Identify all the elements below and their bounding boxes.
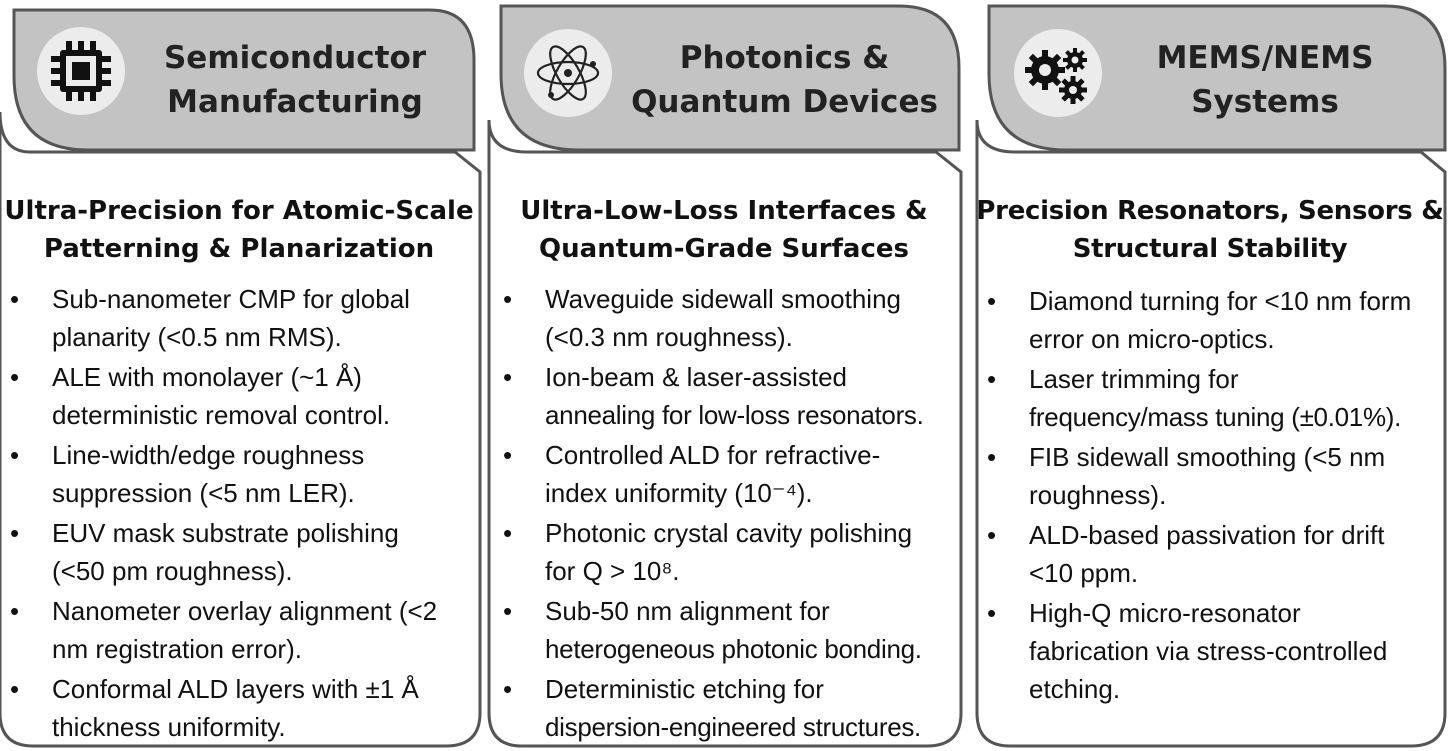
list-item: • High-Q micro-resonator fabrication via s… (987, 594, 1447, 708)
panel-title-line2: Quantum Devices (631, 84, 938, 120)
list-item-line: ALD-based passivation for drift (1029, 520, 1385, 550)
panel-title: Photonics & Quantum Devices (627, 36, 942, 124)
bullet-marker: • (10, 674, 20, 704)
list-item: • EUV mask substrate polishing (<50 pm rou… (10, 514, 480, 590)
panel-title-line2: Manufacturing (167, 84, 423, 120)
bullet-marker: • (10, 362, 20, 392)
panel-semiconductor: Semiconductor Manufacturing Ultra-Precis… (0, 0, 488, 751)
list-item-line: annealing for low-loss resonators. (545, 400, 924, 430)
list-item-line: Deterministic etching for (545, 674, 824, 704)
list-item-line: fabrication via stress-controlled (1029, 636, 1388, 666)
bullet-list: • Sub-nanometer CMP for global planarity (… (10, 280, 480, 748)
list-item: • ALE with monolayer (~1 Å) deterministic … (10, 358, 480, 434)
bullet-marker: • (10, 518, 20, 548)
list-item: • Laser trimming for frequency/mass tuning… (987, 360, 1447, 436)
list-item-line: Waveguide sidewall smoothing (545, 284, 902, 314)
panel-frame (0, 8, 482, 748)
bullet-marker: • (987, 364, 997, 394)
panel-frame (487, 4, 963, 748)
panel-frame (975, 4, 1447, 748)
list-item: • Photonic crystal cavity polishing for Q … (503, 514, 958, 590)
bullet-marker: • (987, 442, 997, 472)
list-item-line: Line-width/edge roughness (52, 440, 365, 470)
atom-icon (523, 28, 613, 118)
panel-title-line1: Photonics & (679, 40, 890, 76)
list-item: • Line-width/edge roughness suppression (<… (10, 436, 480, 512)
panel-title-line2: Systems (1191, 84, 1339, 120)
list-item-line: Photonic crystal cavity polishing (545, 518, 913, 548)
list-item-line: index uniformity (10⁻⁴). (545, 478, 813, 508)
list-item-line: (<0.3 nm roughness). (545, 322, 793, 352)
panel-subtitle-line1: Ultra-Precision for Atomic-Scale (4, 196, 474, 226)
bullet-marker: • (10, 284, 20, 314)
panel-title: Semiconductor Manufacturing (150, 36, 440, 124)
list-item-line: ALE with monolayer (~1 Å) (52, 362, 362, 392)
list-item: • FIB sidewall smoothing (<5 nm roughness)… (987, 438, 1447, 514)
bullet-marker: • (10, 596, 20, 626)
bullet-marker: • (503, 362, 513, 392)
list-item-line: suppression (<5 nm LER). (52, 478, 355, 508)
panel-title-line1: Semiconductor (163, 40, 427, 76)
panel-subtitle: Ultra-Precision for Atomic-Scale Pattern… (0, 192, 478, 268)
bullet-list: • Diamond turning for <10 nm form error on… (987, 282, 1447, 710)
bullet-marker: • (503, 596, 513, 626)
list-item-line: Laser trimming for (1029, 364, 1239, 394)
chip-icon (36, 26, 126, 116)
list-item-line: etching. (1029, 674, 1121, 704)
list-item: • Nanometer overlay alignment (<2 nm regis… (10, 592, 480, 668)
bullet-marker: • (987, 286, 997, 316)
list-item-line: error on micro-optics. (1029, 324, 1275, 354)
list-item-line: nm registration error). (52, 634, 302, 664)
list-item-line: dispersion-engineered structures. (545, 712, 921, 742)
list-item-line: for Q > 10⁸. (545, 556, 680, 586)
list-item-line: Controlled ALD for refractive- (545, 440, 881, 470)
list-item-line: Sub-50 nm alignment for (545, 596, 830, 626)
panel-photonics: Photonics & Quantum Devices Ultra-Low-Lo… (487, 0, 975, 751)
bullet-marker: • (503, 284, 513, 314)
panel-mems: MEMS/NEMS Systems Precision Resonators, … (975, 0, 1450, 751)
list-item-line: <10 ppm. (1029, 558, 1139, 588)
list-item-line: roughness). (1029, 480, 1167, 510)
list-item-line: High-Q micro-resonator (1029, 598, 1301, 628)
list-item: • ALD-based passivation for drift <10 ppm. (987, 516, 1447, 592)
list-item: • Conformal ALD layers with ±1 Å thickness… (10, 670, 480, 746)
gears-icon (1013, 28, 1103, 118)
panel-subtitle-line2: Patterning & Planarization (43, 234, 435, 264)
panel-subtitle-line2: Structural Stability (1072, 234, 1348, 264)
list-item-line: frequency/mass tuning (±0.01%). (1029, 402, 1402, 432)
panel-subtitle: Precision Resonators, Sensors & Structur… (975, 192, 1445, 268)
panel-title: MEMS/NEMS Systems (1115, 36, 1415, 124)
list-item-line: FIB sidewall smoothing (<5 nm (1029, 442, 1386, 472)
list-item-line: (<50 pm roughness). (52, 556, 293, 586)
bullet-marker: • (503, 440, 513, 470)
list-item-line: EUV mask substrate polishing (52, 518, 399, 548)
list-item-line: deterministic removal control. (52, 400, 391, 430)
list-item-line: Diamond turning for <10 nm form (1029, 286, 1412, 316)
list-item-line: Conformal ALD layers with ±1 Å (52, 674, 419, 704)
list-item-line: Ion-beam & laser-assisted (545, 362, 848, 392)
bullet-marker: • (503, 518, 513, 548)
list-item: • Controlled ALD for refractive-index uni… (503, 436, 958, 512)
panel-subtitle-line1: Ultra-Low-Loss Interfaces & (520, 196, 928, 226)
list-item: • Waveguide sidewall smoothing (<0.3 nm ro… (503, 280, 958, 356)
list-item-line: thickness uniformity. (52, 712, 286, 742)
list-item-line: heterogeneous photonic bonding. (545, 634, 922, 664)
panel-subtitle-line1: Precision Resonators, Sensors & (976, 196, 1444, 226)
bullet-marker: • (10, 440, 20, 470)
list-item-line: planarity (<0.5 nm RMS). (52, 322, 342, 352)
list-item-line: Nanometer overlay alignment (<2 (52, 596, 438, 626)
bullet-marker: • (987, 598, 997, 628)
bullet-list: • Waveguide sidewall smoothing (<0.3 nm ro… (503, 280, 958, 748)
panel-subtitle-line2: Quantum-Grade Surfaces (539, 234, 909, 264)
panel-title-line1: MEMS/NEMS (1156, 40, 1374, 76)
list-item: • Sub-50 nm alignment for heterogeneous ph… (503, 592, 958, 668)
list-item: • Deterministic etching for dispersion-eng… (503, 670, 958, 746)
list-item-line: Sub-nanometer CMP for global (52, 284, 410, 314)
list-item: • Ion-beam & laser-assisted annealing for … (503, 358, 958, 434)
bullet-marker: • (503, 674, 513, 704)
bullet-marker: • (987, 520, 997, 550)
list-item: • Diamond turning for <10 nm form error on… (987, 282, 1447, 358)
panel-subtitle: Ultra-Low-Loss Interfaces & Quantum-Grad… (487, 192, 961, 268)
list-item: • Sub-nanometer CMP for global planarity (… (10, 280, 480, 356)
